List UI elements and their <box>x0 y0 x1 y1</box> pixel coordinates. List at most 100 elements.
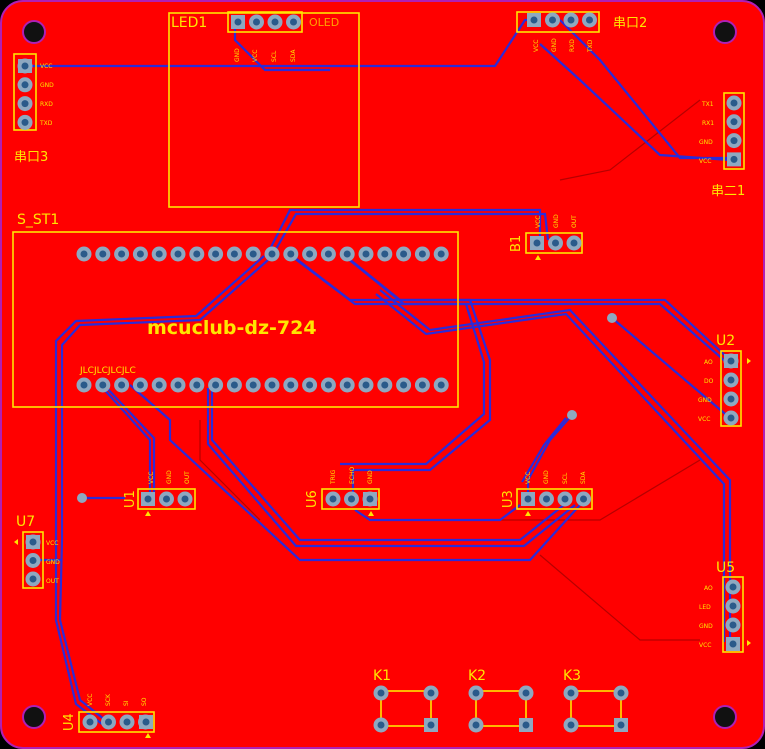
svg-text:GND: GND <box>551 38 558 52</box>
svg-text:OUT: OUT <box>46 578 59 585</box>
pad-hole <box>522 689 530 697</box>
svg-text:VCC: VCC <box>533 40 540 52</box>
u2-pin-labels: AO DO GND VCC <box>698 359 714 423</box>
svg-text:VCC: VCC <box>535 216 542 228</box>
u5-pin-labels: AO LED GND VCC <box>699 585 713 649</box>
u1-pin-labels: VCC GND OUT <box>148 470 191 484</box>
pad-hole <box>268 381 276 389</box>
pads <box>17 12 742 733</box>
via <box>567 410 577 420</box>
pad-hole <box>727 414 735 422</box>
pad-hole <box>253 18 260 26</box>
svg-text:VCC: VCC <box>699 158 711 165</box>
serial3-header <box>13 53 37 131</box>
led1-label: LED1 <box>171 15 207 31</box>
pad-hole <box>524 495 532 503</box>
pad-hole <box>617 689 625 697</box>
pad-hole <box>212 381 220 389</box>
svg-text:AO: AO <box>704 585 713 592</box>
pad-hole <box>730 99 738 107</box>
pad-hole <box>142 718 150 726</box>
pad-hole <box>193 250 201 258</box>
pad-hole <box>212 250 220 258</box>
svg-text:VCC: VCC <box>87 694 94 706</box>
svg-text:GND: GND <box>553 214 560 228</box>
svg-text:ECHO: ECHO <box>349 467 356 484</box>
s-st1-label: S_ST1 <box>17 212 59 228</box>
pad-hole <box>80 250 88 258</box>
pad-hole <box>729 640 737 648</box>
svg-text:LED: LED <box>699 604 711 611</box>
svg-text:OUT: OUT <box>571 215 578 228</box>
svg-text:VCC: VCC <box>40 63 52 70</box>
svg-text:VCC: VCC <box>46 540 58 547</box>
b1-pin-labels: VCC GND OUT <box>535 214 578 228</box>
pad-hole <box>118 250 126 258</box>
u2-label: U2 <box>716 333 735 349</box>
pad-hole <box>377 689 385 697</box>
pad-hole <box>427 689 435 697</box>
b1-header <box>525 232 583 254</box>
pad-hole <box>727 395 735 403</box>
u3-pin-labels: VCC GND SCL SDA <box>525 470 587 484</box>
pad-hole <box>570 239 578 247</box>
pad-hole <box>362 250 370 258</box>
svg-text:RXD: RXD <box>40 101 53 108</box>
pad-hole <box>123 718 131 726</box>
pad-hole <box>727 376 735 384</box>
pad-hole <box>472 721 480 729</box>
u1-header <box>137 488 196 510</box>
pad-hole <box>174 381 182 389</box>
u7-pin-labels: VCC GND OUT <box>46 540 60 585</box>
b1-label: B1 <box>509 235 524 252</box>
pad-hole <box>567 689 575 697</box>
led1-header <box>227 11 303 33</box>
pad-hole <box>306 250 314 258</box>
background-traces <box>199 99 701 641</box>
svg-text:VCC: VCC <box>699 642 711 649</box>
svg-text:TXD: TXD <box>39 120 53 127</box>
pad-hole <box>118 381 126 389</box>
pad-hole <box>617 721 625 729</box>
svg-text:OUT: OUT <box>184 471 191 484</box>
svg-text:GND: GND <box>699 623 713 630</box>
pad-hole <box>472 689 480 697</box>
pad-hole <box>329 495 337 503</box>
svg-text:SCK: SCK <box>105 693 112 706</box>
pad-hole <box>730 118 738 126</box>
svg-text:VCC: VCC <box>148 472 155 484</box>
svg-text:GND: GND <box>40 82 54 89</box>
pad-hole <box>21 81 29 89</box>
serial2-top-label: 串口2 <box>613 16 647 31</box>
pad-hole <box>533 239 541 247</box>
k3-label: K3 <box>563 668 581 684</box>
jlc-label: JLCJLCJLCJLC <box>79 366 136 376</box>
pad-hole <box>729 583 737 591</box>
pad-hole <box>377 721 385 729</box>
pad-hole <box>21 100 29 108</box>
pad-hole <box>136 250 144 258</box>
serial-right-pin-labels: TX1 RX1 GND VCC <box>699 101 714 165</box>
pad-hole <box>362 381 370 389</box>
pad-hole <box>287 250 295 258</box>
pad-hole <box>230 381 238 389</box>
pad-hole <box>400 250 408 258</box>
pad-hole <box>549 16 556 24</box>
via <box>77 493 87 503</box>
pad-hole <box>427 721 435 729</box>
serial3-pin-labels: VCC GND RXD TXD <box>39 63 54 127</box>
u5-label: U5 <box>716 560 735 576</box>
title-text: mcuclub-dz-724 <box>147 317 317 339</box>
pad-hole <box>29 557 37 564</box>
svg-text:RX1: RX1 <box>702 120 714 127</box>
pad-hole <box>136 381 144 389</box>
u4-pin-labels: VCC SCK SI SO <box>87 693 148 706</box>
svg-text:GND: GND <box>698 397 712 404</box>
pad-hole <box>155 381 163 389</box>
pad-hole <box>567 721 575 729</box>
pad-hole <box>324 250 332 258</box>
pad-hole <box>730 155 738 163</box>
pad-hole <box>437 381 445 389</box>
pad-hole <box>249 250 257 258</box>
